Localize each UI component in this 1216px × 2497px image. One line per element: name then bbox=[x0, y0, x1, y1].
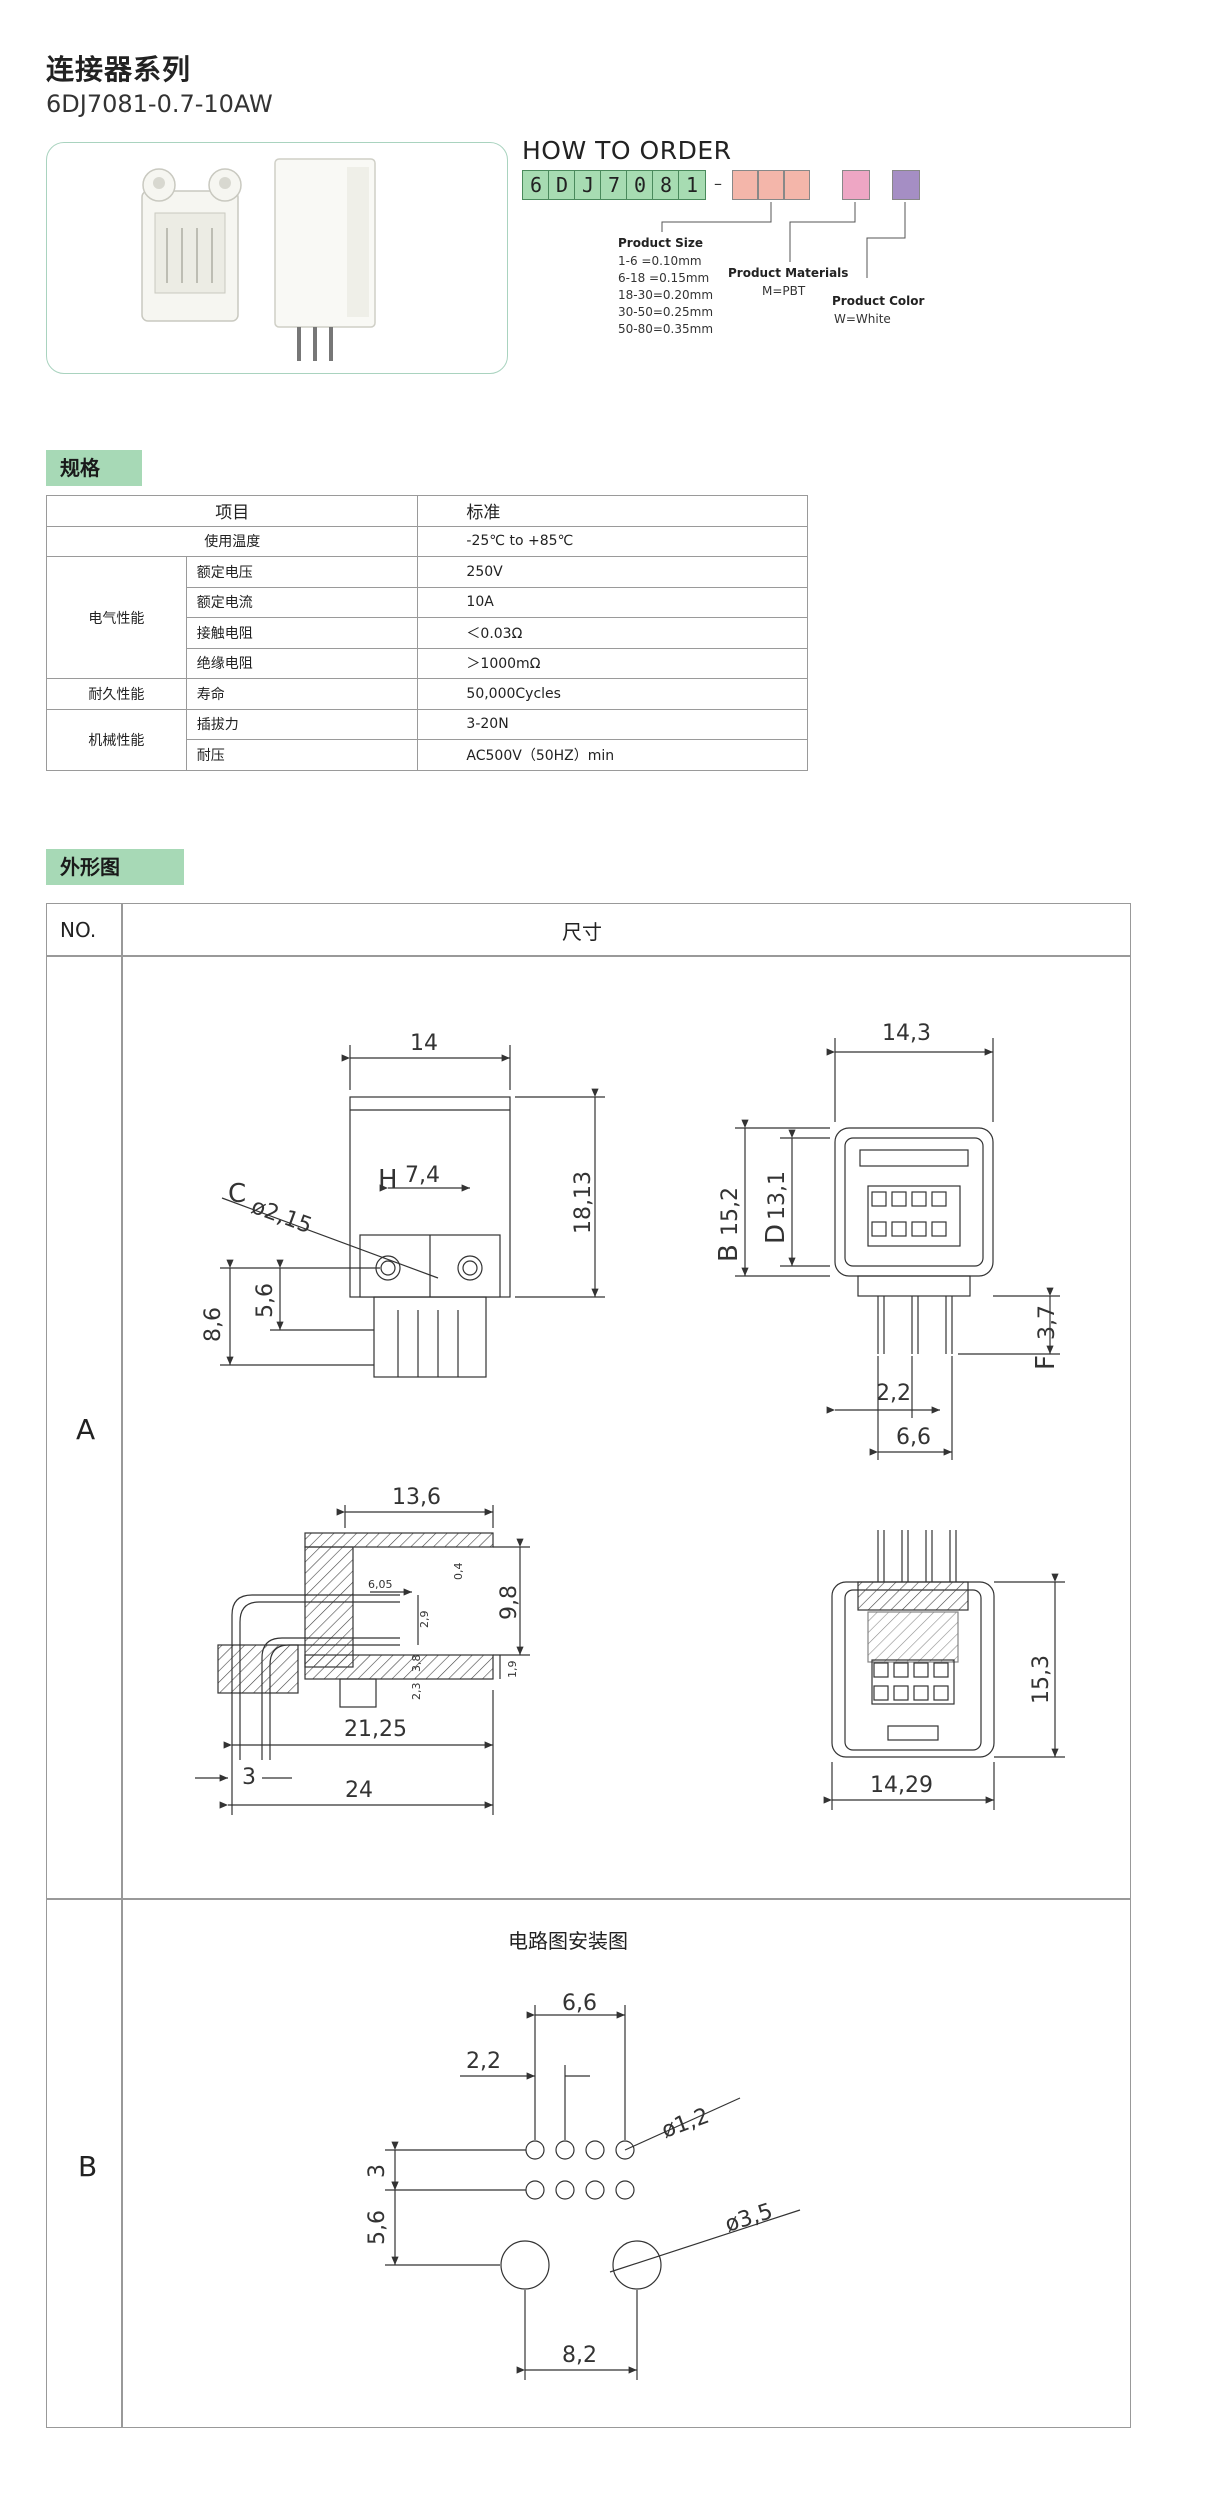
dim-24: 24 bbox=[345, 1778, 373, 1803]
spec-header-standard: 标准 bbox=[417, 495, 808, 527]
dim-height: 18,13 bbox=[571, 1171, 596, 1234]
materials-value: M=PBT bbox=[762, 284, 806, 298]
color-label: Product Color bbox=[832, 294, 925, 308]
size-option: 18-30=0.20mm bbox=[618, 288, 714, 302]
dim-0-4: 0,4 bbox=[452, 1563, 465, 1581]
product-photo bbox=[46, 142, 508, 374]
dim-bottom-width: 14,29 bbox=[870, 1773, 933, 1798]
size-box bbox=[732, 170, 758, 200]
spec-section-title: 规格 bbox=[46, 450, 142, 486]
spec-group: 机械性能 bbox=[46, 708, 187, 771]
how-to-order-title: HOW TO ORDER bbox=[522, 136, 732, 165]
row-b-label: B bbox=[78, 2150, 98, 2183]
dim-d: 13,1 bbox=[765, 1171, 790, 1220]
spec-table: 项目 标准 使用温度 -25℃ to +85℃ 电气性能 额定电压 250V 额… bbox=[45, 495, 808, 771]
spec-value: -25℃ to +85℃ bbox=[417, 525, 808, 557]
col-dim-header: 尺寸 bbox=[562, 920, 602, 944]
spec-value: ＞1000mΩ bbox=[417, 647, 808, 679]
dim-front-width: 14,3 bbox=[882, 1021, 931, 1046]
dim-letter-d: D bbox=[761, 1224, 791, 1244]
dim-2-3: 2,3 bbox=[410, 1683, 423, 1701]
table-row: 接触电阻 ＜0.03Ω bbox=[47, 617, 808, 649]
spec-value: 3-20N bbox=[417, 708, 808, 740]
dim-8-6: 8,6 bbox=[201, 1307, 226, 1342]
spec-header-item: 项目 bbox=[45, 495, 419, 527]
code-dash: – bbox=[714, 174, 722, 193]
code-char: D bbox=[548, 170, 576, 200]
material-box bbox=[842, 170, 870, 200]
color-box bbox=[892, 170, 920, 200]
dim-pcb-span: 6,6 bbox=[562, 1991, 597, 2016]
spec-value: AC500V（50HZ）min bbox=[417, 739, 808, 771]
divider bbox=[46, 955, 1131, 957]
size-option: 30-50=0.25mm bbox=[618, 305, 714, 319]
part-number: 6DJ7081-0.7-10AW bbox=[46, 90, 273, 118]
table-row: 耐压 AC500V（50HZ）min bbox=[47, 739, 808, 771]
dim-letter-c: C bbox=[228, 1179, 246, 1209]
spec-item: 使用温度 bbox=[45, 525, 419, 557]
dim-pin-len: 3,7 bbox=[1035, 1305, 1060, 1340]
dim-letter-h: H bbox=[378, 1165, 398, 1195]
size-option: 1-6 =0.10mm bbox=[618, 254, 702, 268]
dim-pcb-pitch: 2,2 bbox=[466, 2049, 501, 2074]
table-row: 绝缘电阻 ＞1000mΩ bbox=[47, 647, 808, 679]
dim-3: 3 bbox=[242, 1765, 256, 1790]
dim-pcb-hole: ø1,2 bbox=[659, 2104, 713, 2144]
size-box bbox=[784, 170, 810, 200]
size-box bbox=[758, 170, 784, 200]
table-row: 项目 标准 bbox=[45, 495, 808, 527]
divider bbox=[121, 903, 123, 2428]
spec-item: 寿命 bbox=[185, 678, 419, 710]
dim-9-8: 9,8 bbox=[497, 1585, 522, 1620]
divider bbox=[46, 1898, 1131, 1900]
dim-letter-b: B bbox=[714, 1244, 744, 1262]
dim-3-8: 3,8 bbox=[410, 1655, 423, 1673]
dim-pcb-row-gap: 3 bbox=[365, 2164, 390, 2178]
dim-21-25: 21,25 bbox=[344, 1717, 407, 1742]
dim-pcb-peg-dia: ø3,5 bbox=[722, 2199, 776, 2238]
order-code-block: 6 D J 7 0 8 1 – Product Size 1-6 =0.10mm… bbox=[522, 170, 942, 370]
table-row: 使用温度 -25℃ to +85℃ bbox=[45, 525, 808, 557]
code-char: J bbox=[574, 170, 602, 200]
code-char: 0 bbox=[626, 170, 654, 200]
dimension-table bbox=[46, 903, 1131, 2428]
dim-sec-width: 13,6 bbox=[392, 1485, 441, 1510]
outline-section-title: 外形图 bbox=[46, 849, 184, 885]
col-no-header: NO. bbox=[60, 918, 97, 942]
dim-pcb-peg-offset: 5,6 bbox=[365, 2210, 390, 2245]
connector-photo-illustration bbox=[141, 158, 376, 361]
spec-group: 耐久性能 bbox=[46, 678, 187, 710]
dim-pitch-h: 7,4 bbox=[405, 1163, 440, 1188]
dim-1-9: 1,9 bbox=[506, 1661, 519, 1679]
table-row: 电气性能 额定电压 250V bbox=[46, 556, 808, 679]
code-char: 1 bbox=[678, 170, 706, 200]
code-char: 6 bbox=[522, 170, 550, 200]
pcb-title: 电路图安装图 bbox=[508, 1929, 628, 1953]
size-label: Product Size bbox=[618, 236, 703, 250]
dim-2-9: 2,9 bbox=[418, 1611, 431, 1629]
code-char: 8 bbox=[652, 170, 680, 200]
color-value: W=White bbox=[834, 312, 891, 326]
order-connector-lines bbox=[661, 202, 906, 278]
dim-letter-f: F bbox=[1031, 1355, 1061, 1370]
dim-hole-dia: ø2,15 bbox=[248, 1194, 315, 1239]
spec-group: 电气性能 bbox=[46, 556, 187, 679]
page-title: 连接器系列 bbox=[46, 53, 192, 86]
size-option: 6-18 =0.15mm bbox=[618, 271, 710, 285]
dim-bottom-height: 15,3 bbox=[1029, 1655, 1054, 1704]
table-row: 耐久性能 寿命 50,000Cycles bbox=[46, 678, 808, 710]
materials-label: Product Materials bbox=[728, 266, 849, 280]
dim-pcb-peg-span: 8,2 bbox=[562, 2343, 597, 2368]
dim-6-05: 6,05 bbox=[368, 1578, 393, 1591]
dim-pin-span: 6,6 bbox=[896, 1425, 931, 1450]
dim-side-width: 14 bbox=[410, 1031, 438, 1056]
dim-b: 15,2 bbox=[718, 1187, 743, 1236]
dim-5-6: 5,6 bbox=[253, 1283, 278, 1318]
row-a-label: A bbox=[76, 1413, 96, 1446]
dim-pin-pitch: 2,2 bbox=[876, 1381, 911, 1406]
size-option: 50-80=0.35mm bbox=[618, 322, 714, 336]
